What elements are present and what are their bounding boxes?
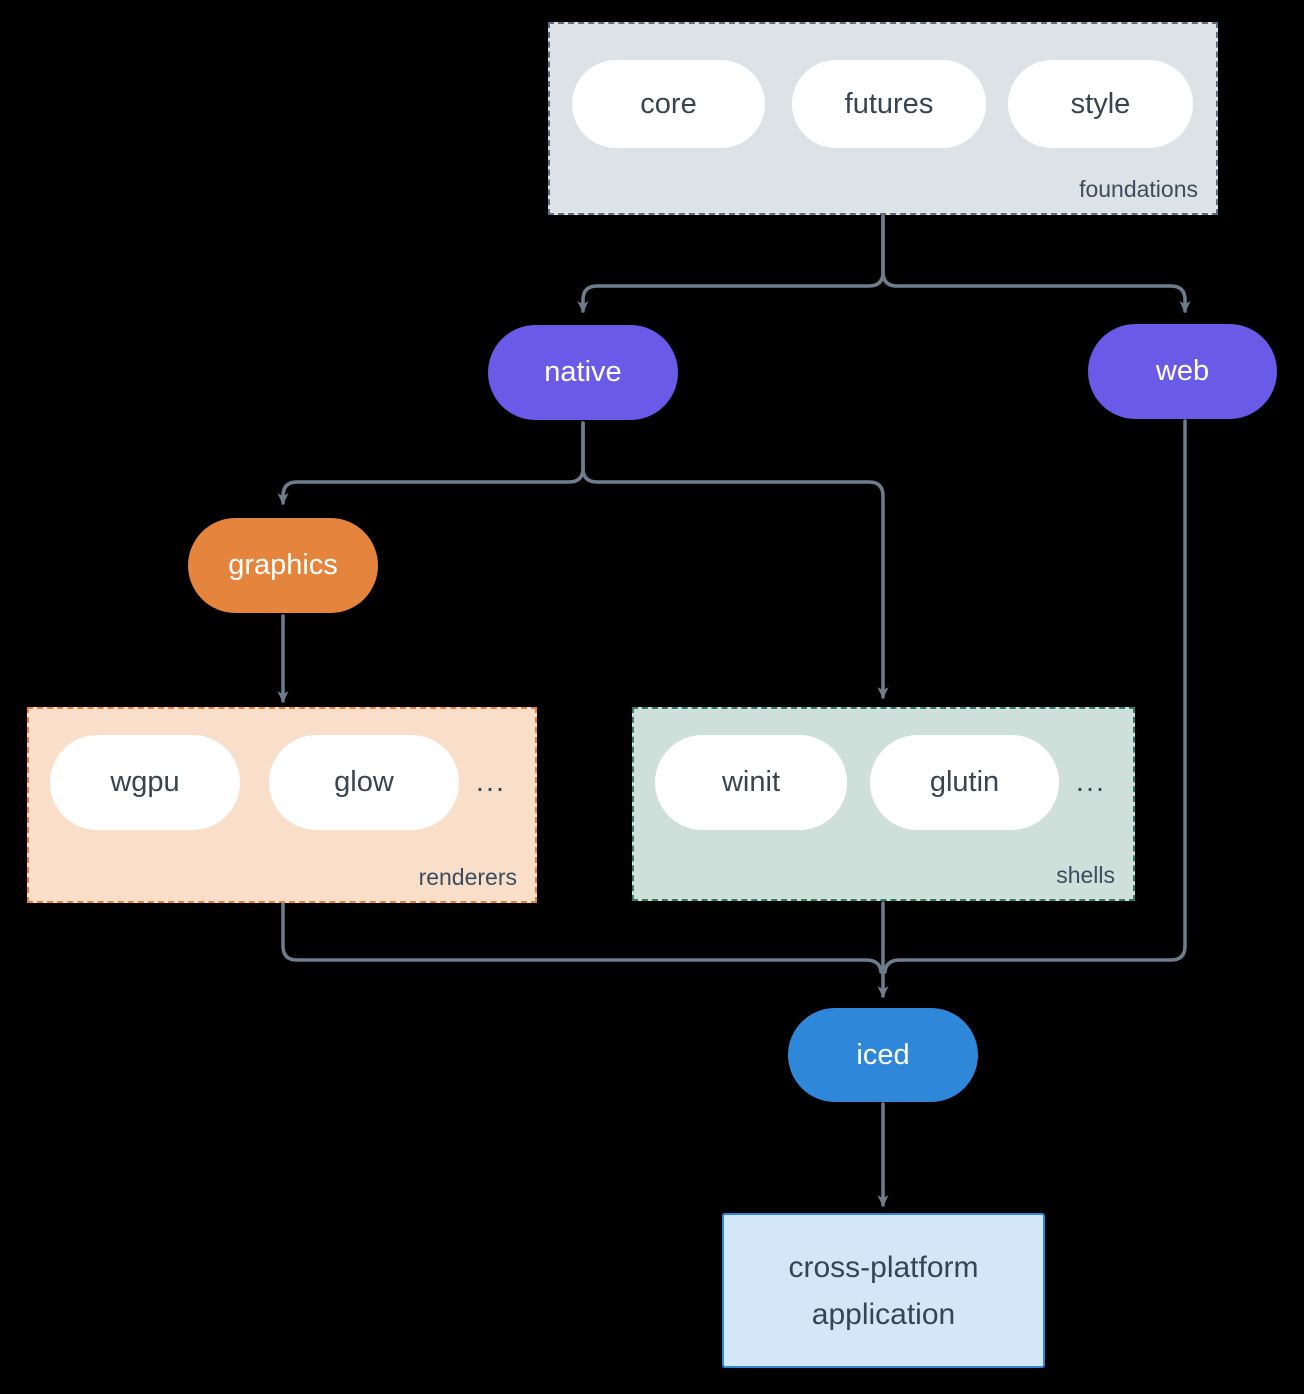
edge-renderers-merge: [281, 901, 883, 974]
pill-core: core: [572, 60, 765, 148]
shells-ellipsis: ...: [1075, 766, 1107, 798]
node-graphics: graphics: [188, 518, 378, 613]
renderers-ellipsis: ...: [475, 766, 507, 798]
edge-foundations-native: [577, 214, 885, 313]
pill-winit: winit: [655, 735, 847, 830]
application-box: cross-platform application: [722, 1213, 1045, 1368]
renderers-label: renderers: [418, 864, 517, 890]
edge-foundations-web: [881, 214, 1191, 313]
node-native: native: [488, 325, 678, 420]
pill-wgpu: wgpu: [50, 735, 240, 830]
edge-web-merge: [883, 419, 1187, 974]
edge-native-graphics: [277, 421, 585, 505]
shells-label: shells: [1056, 862, 1115, 888]
node-iced: iced: [788, 1008, 978, 1102]
pill-futures: futures: [792, 60, 986, 148]
shells-group: winit glutin ... shells: [632, 707, 1135, 901]
pill-style: style: [1008, 60, 1193, 148]
edge-native-shells: [581, 421, 889, 699]
pill-glow: glow: [269, 735, 459, 830]
pill-glutin: glutin: [870, 735, 1059, 830]
foundations-group: core futures style foundations: [548, 22, 1218, 215]
renderers-group: wgpu glow ... renderers: [27, 707, 537, 903]
foundations-label: foundations: [1079, 176, 1198, 202]
node-web: web: [1088, 324, 1277, 419]
application-label: cross-platform application: [788, 1250, 979, 1331]
